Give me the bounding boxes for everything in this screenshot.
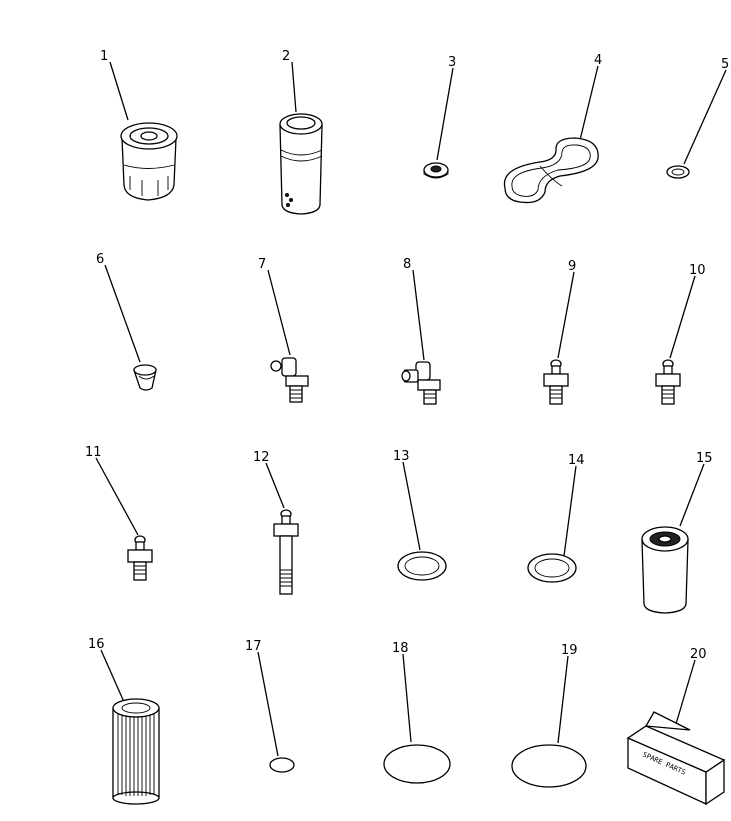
callout-19: 19 — [561, 643, 578, 658]
part-9 — [543, 271, 575, 405]
part-4 — [503, 65, 599, 204]
part-19 — [511, 655, 587, 788]
part-11 — [95, 457, 153, 581]
part-20: SPARE PARTS — [626, 659, 726, 806]
part-14 — [527, 465, 577, 583]
callout-20: 20 — [690, 647, 707, 662]
part-5 — [666, 69, 727, 179]
callout-2: 2 — [282, 49, 290, 64]
callout-18: 18 — [392, 641, 409, 656]
part-13 — [397, 461, 447, 581]
callout-9: 9 — [568, 259, 576, 274]
callout-10: 10 — [689, 263, 706, 278]
callout-13: 13 — [393, 449, 410, 464]
part-18 — [383, 653, 451, 784]
callout-5: 5 — [721, 57, 729, 72]
callout-8: 8 — [403, 257, 411, 272]
callout-7: 7 — [258, 257, 266, 272]
callout-1: 1 — [100, 49, 108, 64]
part-10 — [655, 275, 696, 405]
part-15 — [641, 463, 705, 614]
part-6 — [104, 264, 157, 391]
callout-17: 17 — [245, 639, 262, 654]
part-8 — [401, 269, 441, 405]
callout-11: 11 — [85, 445, 102, 460]
part-12 — [265, 462, 299, 595]
callout-4: 4 — [594, 53, 602, 68]
callout-3: 3 — [448, 55, 456, 70]
part-7 — [267, 269, 309, 403]
callout-15: 15 — [696, 451, 713, 466]
callout-16: 16 — [88, 637, 105, 652]
part-1 — [109, 61, 178, 201]
part-17 — [257, 651, 295, 773]
part-3 — [423, 67, 454, 179]
callout-12: 12 — [253, 450, 270, 465]
callout-6: 6 — [96, 252, 104, 267]
part-16 — [100, 649, 160, 805]
callout-14: 14 — [568, 453, 585, 468]
part-2 — [279, 61, 323, 215]
